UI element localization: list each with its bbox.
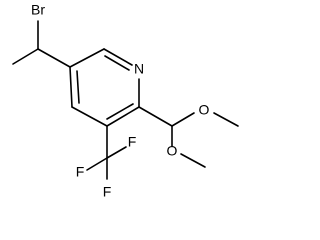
atom-o-upper: O — [199, 102, 210, 118]
atom-o-lower: O — [167, 143, 178, 159]
bond-ring-acetal — [138, 106, 173, 127]
bond-layer — [12, 20, 239, 180]
atom-br: Br — [31, 2, 45, 18]
bond-ring-c4-c5-inner — [76, 70, 80, 104]
bond-methine-ring — [37, 48, 71, 68]
bond-ring-c6-n — [103, 48, 133, 66]
bond-acetal-o-upper — [171, 112, 195, 127]
atom-label-layer: Br N O O F F F — [31, 2, 210, 200]
bond-ring-c2-c3-inner — [106, 103, 134, 120]
atom-f-left: F — [76, 164, 85, 180]
bond-methyl — [12, 48, 39, 65]
chemical-structure: Br N O O F F F — [12, 2, 239, 200]
bond-ring-c2-c3 — [106, 106, 140, 127]
bond-ring-c6-n-inner — [104, 55, 130, 71]
atom-n: N — [134, 61, 144, 77]
bond-c-f-left — [86, 157, 108, 171]
bond-o-methyl-upper — [213, 112, 239, 127]
bond-ring-c5-c6 — [69, 48, 105, 68]
bond-o-methyl-lower — [180, 153, 206, 168]
bond-c-f-top — [106, 146, 127, 159]
atom-f-bottom: F — [103, 184, 112, 200]
atom-f-top: F — [128, 134, 137, 150]
bond-ring-c4-c5 — [69, 66, 73, 108]
bond-ring-c3-c4 — [71, 106, 108, 127]
